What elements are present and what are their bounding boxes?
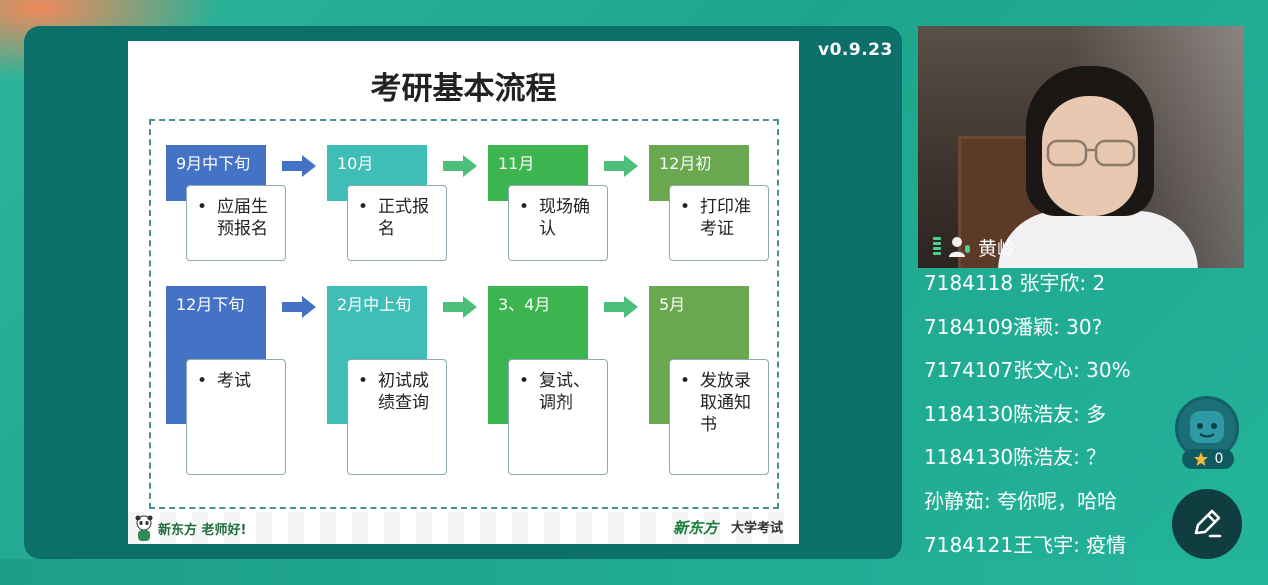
flow-arrow-icon — [443, 296, 477, 318]
glasses-icon — [1046, 139, 1136, 167]
annotate-button[interactable] — [1172, 489, 1242, 559]
step-description-box: • 初试成绩查询 — [347, 359, 447, 475]
chat-message: 1184130陈浩友: ？ — [924, 445, 1107, 470]
person-face — [1042, 96, 1138, 216]
background-bottom-band — [0, 559, 1268, 585]
bullet-icon: • — [197, 371, 208, 391]
step-description-text: 复试、调剂 — [539, 371, 590, 413]
flow-arrow-icon — [604, 155, 638, 177]
step-description-text: 现场确认 — [539, 197, 590, 239]
footer-logo: 新东方 — [673, 519, 719, 537]
step-description-text: 应届生预报名 — [217, 197, 268, 239]
star-icon — [1193, 452, 1208, 466]
step-description-text: 打印准考证 — [700, 197, 751, 239]
pen-icon — [1194, 509, 1222, 538]
step-description-box: • 复试、调剂 — [508, 359, 608, 475]
teacher-video: 黄岭 — [918, 26, 1244, 268]
bullet-icon: • — [519, 371, 530, 391]
bullet-icon: • — [358, 371, 369, 391]
step-description-text: 初试成绩查询 — [378, 371, 429, 413]
step-description-box: • 正式报名 — [347, 185, 447, 261]
version-label: v0.9.23 — [818, 40, 893, 60]
step-description-box: • 应届生预报名 — [186, 185, 286, 261]
chat-message: 7184118 张宇欣: 2 — [924, 271, 1106, 295]
step-description-text: 发放录取通知书 — [700, 371, 751, 435]
chat-message: 7174107张文心: 30% — [924, 358, 1131, 383]
chat-message: 7184121王飞宇: 疫情 — [924, 532, 1127, 557]
flow-frame — [149, 119, 779, 509]
panda-mascot-icon — [135, 515, 153, 541]
person-body — [998, 211, 1198, 268]
step-description-box: • 发放录取通知书 — [669, 359, 769, 475]
flow-arrow-icon — [282, 155, 316, 177]
flow-arrow-icon — [282, 296, 316, 318]
audio-level-icon — [933, 237, 941, 255]
user-mic-icon — [949, 237, 970, 257]
flow-arrow-icon — [443, 155, 477, 177]
star-count: 0 — [1214, 451, 1224, 467]
chat-message: 7184109潘颖: 30? — [924, 314, 1103, 339]
bullet-icon: • — [680, 197, 691, 217]
flow-arrow-icon — [604, 296, 638, 318]
star-badge: 0 — [1182, 449, 1234, 469]
footer-greeting: 新东方 老师好! — [158, 523, 247, 538]
chat-message: 孙静茹: 夸你呢，哈哈 — [924, 488, 1118, 513]
bullet-icon: • — [519, 197, 530, 217]
bullet-icon: • — [358, 197, 369, 217]
footer-brand-text: 大学考试 — [731, 521, 784, 536]
speaker-name: 黄岭 — [978, 237, 1017, 260]
step-description-box: • 现场确认 — [508, 185, 608, 261]
bullet-icon: • — [680, 371, 691, 391]
assistant-bot-button[interactable]: 0 — [1172, 396, 1242, 470]
step-description-text: 正式报名 — [378, 197, 429, 239]
chat-message: 1184130陈浩友: 多 — [924, 401, 1107, 426]
chat-list: 7184118 张宇欣: 2 7184109潘颖: 30? 7174107张文心… — [924, 270, 1164, 575]
step-description-box: • 打印准考证 — [669, 185, 769, 261]
speaker-name-tag: 黄岭 — [932, 234, 1016, 260]
slide-title: 考研基本流程 — [370, 71, 557, 107]
step-description-box: • 考试 — [186, 359, 286, 475]
slide-footer: 新东方 老师好! 新东方 大学考试 — [128, 512, 799, 544]
step-description-text: 考试 — [217, 371, 251, 391]
bullet-icon: • — [197, 197, 208, 217]
